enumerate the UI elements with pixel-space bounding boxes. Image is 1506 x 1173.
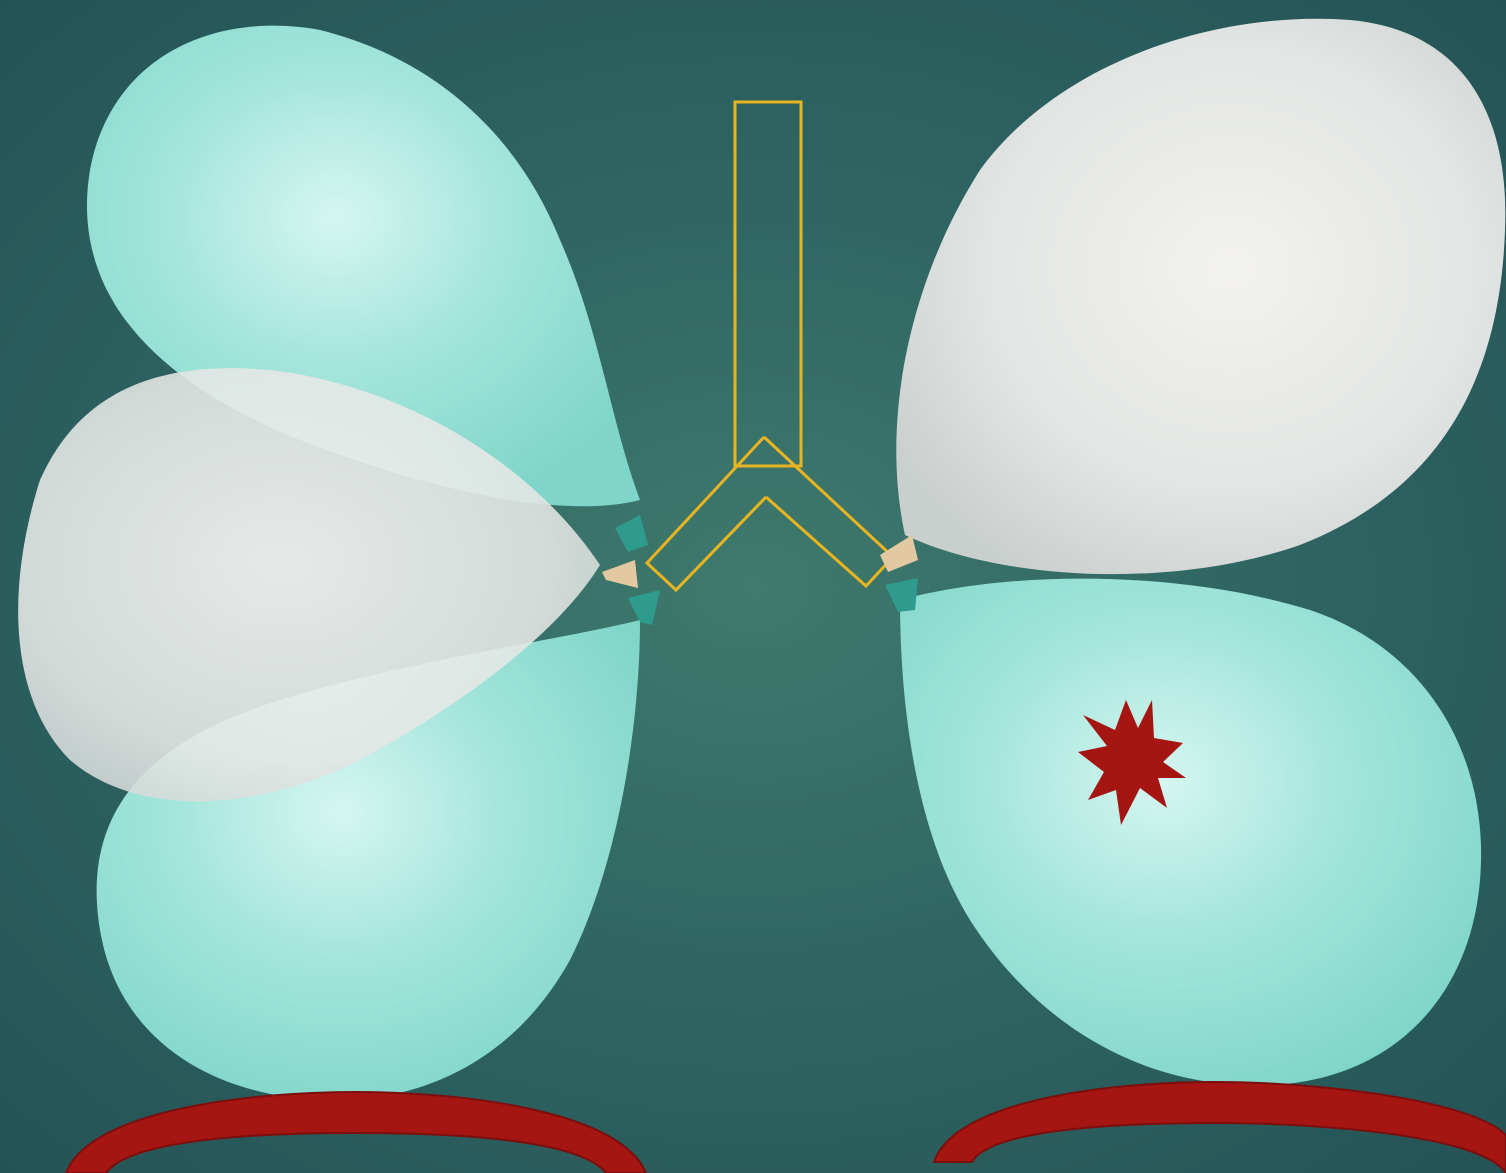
- right-upper-deflated-balloon: [896, 19, 1505, 574]
- right-upper-balloon-knot: [880, 535, 918, 572]
- right-lower-balloon-knot: [885, 578, 918, 612]
- left-lung-model: [18, 26, 660, 1101]
- left-base-bar: [66, 1092, 646, 1173]
- left-middle-balloon-knot: [602, 560, 638, 588]
- right-lower-inflated-balloon: [900, 579, 1481, 1086]
- airway-tube: [647, 102, 893, 590]
- left-bronchus: [647, 437, 766, 590]
- left-lower-balloon-knot: [628, 590, 660, 625]
- left-upper-balloon-knot: [615, 515, 648, 552]
- right-lung-model: [880, 19, 1505, 1086]
- trachea: [735, 102, 801, 466]
- right-base-bar: [934, 1082, 1506, 1173]
- right-bronchus: [764, 437, 893, 586]
